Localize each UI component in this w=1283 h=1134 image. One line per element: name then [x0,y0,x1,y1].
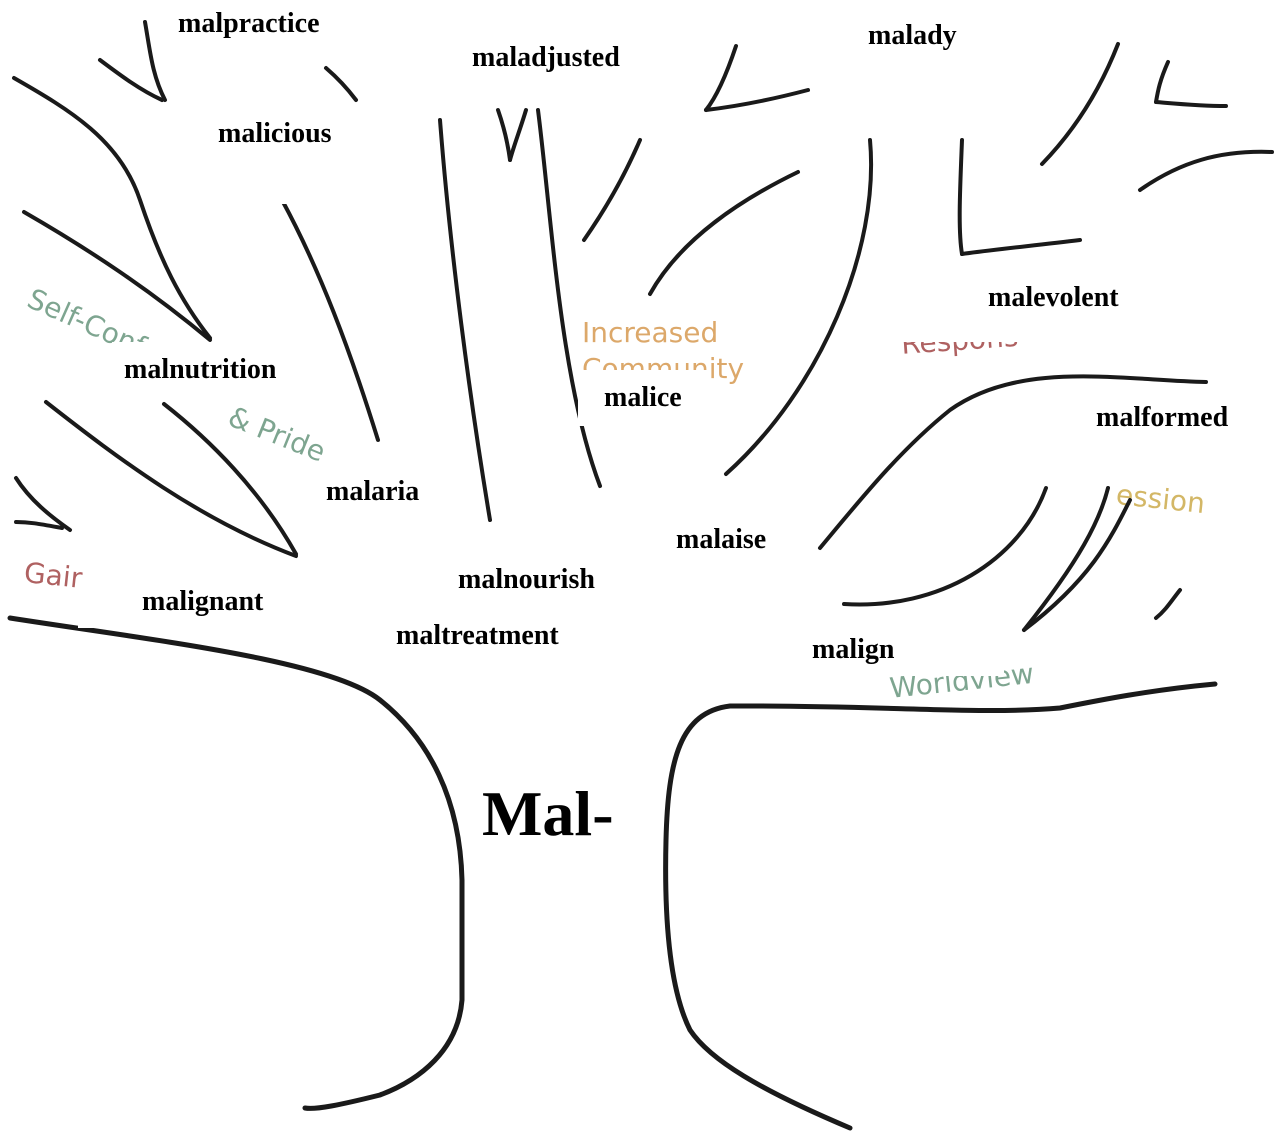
branch-centre-3 [498,110,510,160]
branch-right-low-1 [844,488,1046,604]
branch-centre-1 [440,120,490,520]
branch-left-lower-2 [164,404,296,554]
branch-right-low-4 [1156,590,1180,618]
word-malnutrition: malnutrition [112,342,288,394]
branch-centre-7 [706,46,736,110]
word-malice: malice [578,370,708,426]
branch-right-elbow-1 [960,140,962,254]
branch-centre-8 [706,90,808,110]
branch-right-elbow-2 [962,240,1080,254]
branch-right-top-2 [1156,62,1168,102]
trunk-right-line [666,684,1215,1128]
root-word-title: Mal- [482,782,614,846]
branch-right-top-3 [1156,102,1226,106]
branch-top-left-1 [145,22,165,100]
branch-centre-2 [538,110,600,486]
branch-left-mid [24,212,210,340]
branch-centre-6 [650,172,798,294]
branch-left-small-2 [16,522,62,528]
branch-centre-right [726,140,871,474]
branch-left-diag-1 [282,200,378,440]
branch-right-curve [1140,152,1272,190]
branch-right-top-1 [1042,44,1118,164]
word-malign: malign [702,624,1004,676]
word-malady: malady [750,20,1075,52]
word-malicious: malicious [152,112,398,204]
word-malaise: malaise [668,524,774,556]
branch-top-left-3 [326,68,356,100]
word-malevolent: malevolent [892,268,1215,342]
word-malpractice: malpractice [166,8,332,40]
word-maltreatment: maltreatment [388,620,567,652]
word-malignant: malignant [78,576,327,628]
word-malformed: malformed [1040,384,1268,462]
branch-centre-4 [510,110,526,160]
word-malnourish: malnourish [450,564,603,596]
branch-left-lower-1 [46,402,296,556]
trunk-left-line [10,618,462,1108]
word-maladjusted: maladjusted [414,42,678,74]
word-malaria: malaria [318,476,427,508]
branch-centre-5 [584,140,640,240]
